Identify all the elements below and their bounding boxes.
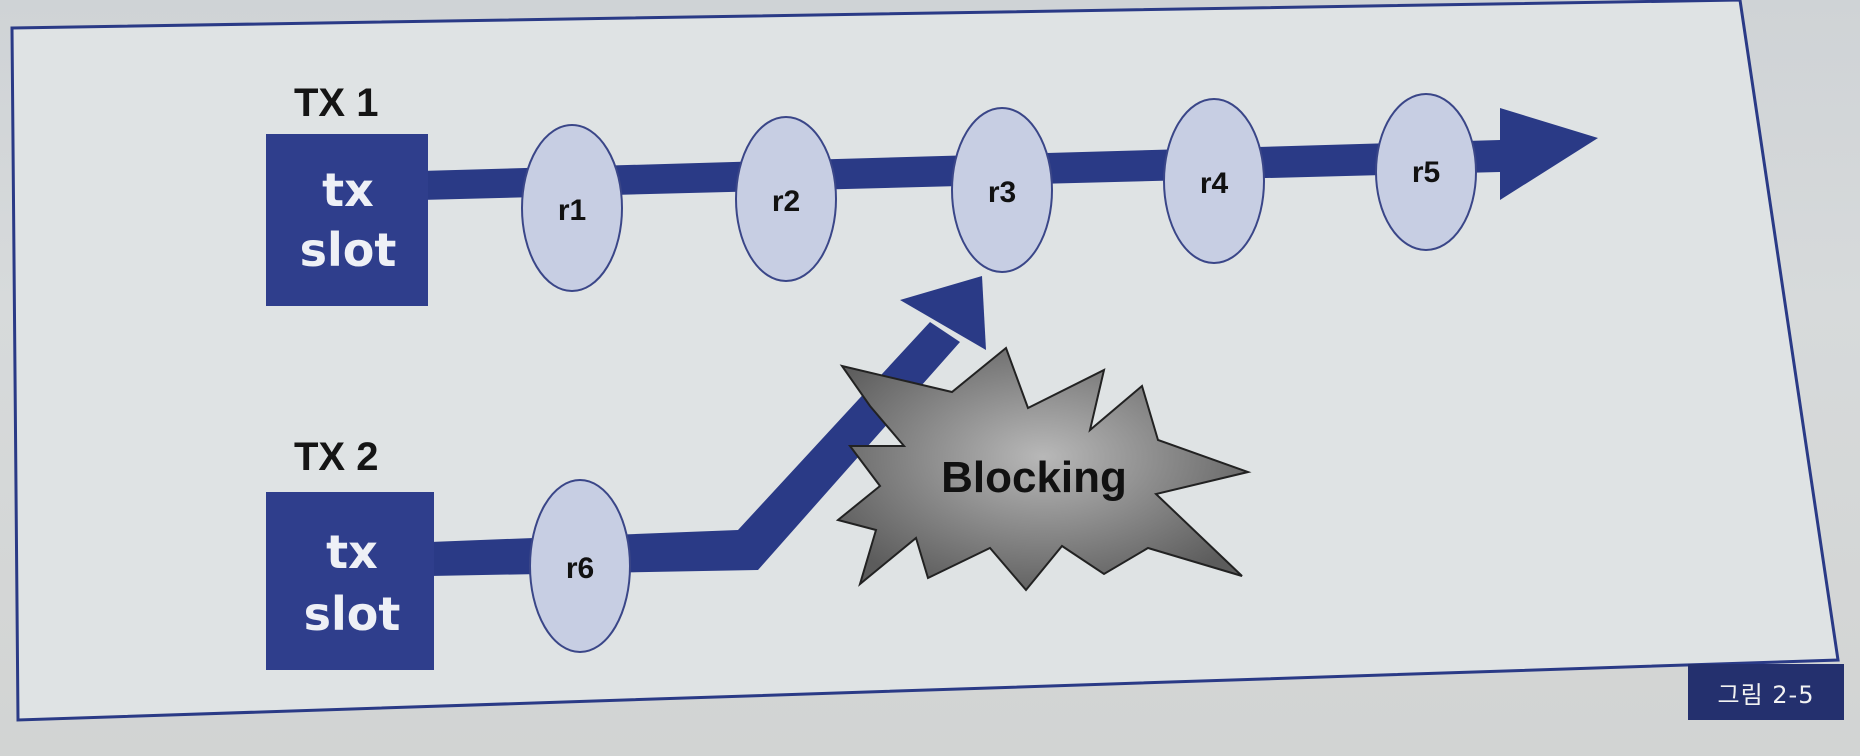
record-r3-label: r3 [988,176,1016,209]
record-r2: r2 [735,116,837,282]
record-r5: r5 [1375,93,1477,251]
tx1-slot-box [266,134,428,306]
tx2-label: TX 2 [294,435,378,479]
tx2-slot-box [266,492,434,670]
tx2-slot-line1: tx [326,525,378,579]
tx1-arrow [420,108,1598,200]
tx1-label: TX 1 [294,81,378,125]
record-r4-ellipse [1163,98,1265,264]
record-r1-label: r1 [558,194,586,227]
record-r6: r6 [529,479,631,653]
blocking-burst-shape [835,346,1252,592]
record-r5-label: r5 [1412,156,1440,189]
record-r2-label: r2 [772,185,800,218]
record-r6-ellipse [529,479,631,653]
tx2-arrowhead [900,276,986,350]
blocking-label: Blocking [941,453,1127,502]
record-r6-label: r6 [566,552,594,585]
record-r1: r1 [521,124,623,292]
tx1-slot-line1: tx [322,163,374,217]
blocking-burst: Blocking [835,346,1252,592]
record-r1-ellipse [521,124,623,292]
record-r3-ellipse [951,107,1053,273]
record-r2-ellipse [735,116,837,282]
record-r4-label: r4 [1200,167,1229,200]
figure-caption: 그림 2-5 [1717,680,1815,709]
figure-caption-badge: 그림 2-5 [1688,664,1844,720]
record-r4: r4 [1163,98,1265,264]
record-r5-ellipse [1375,93,1477,251]
record-r3: r3 [951,107,1053,273]
tx2-slot-line2: slot [304,587,401,641]
tx1-slot-line2: slot [300,223,397,277]
